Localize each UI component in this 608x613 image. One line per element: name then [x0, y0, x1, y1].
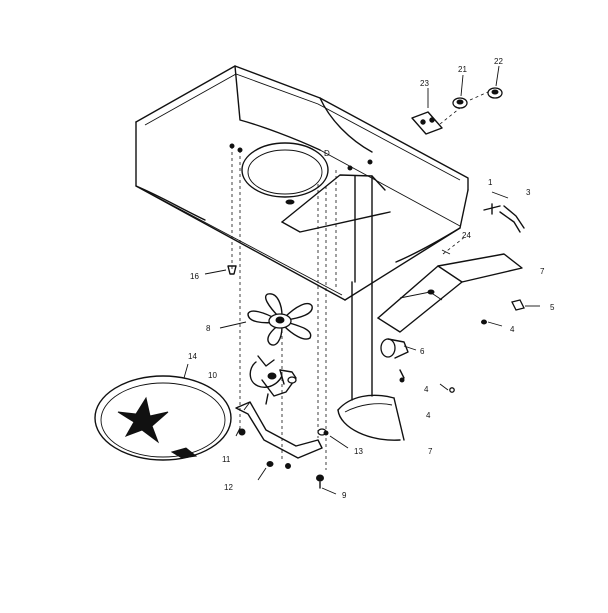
switch-assembly: [411, 65, 503, 135]
callout-24: 24: [462, 231, 471, 240]
filter-plate: [377, 235, 523, 333]
callout-4-lower: 4: [426, 411, 431, 420]
callout-7-lower: 7: [428, 447, 433, 456]
callout-labels: 1 3 4 4 4 5 6 7 7 8 9 10 11 12 13 14 16 …: [188, 57, 555, 500]
fasteners: [257, 428, 349, 495]
callout-21: 21: [458, 65, 467, 74]
callout-23: 23: [420, 79, 429, 88]
callout-4-upper: 4: [510, 325, 515, 334]
callout-22: 22: [494, 57, 503, 66]
screw: [204, 265, 237, 275]
callout-4-middle: 4: [424, 385, 429, 394]
light-socket: [380, 338, 455, 393]
callout-8: 8: [206, 324, 211, 333]
callout-1: 1: [488, 178, 493, 187]
assembly-lines: [231, 146, 337, 470]
callout-16: 16: [190, 272, 199, 281]
callout-13: 13: [354, 447, 363, 456]
callout-14: 14: [188, 352, 197, 361]
callout-d: D: [324, 149, 330, 158]
fan-blade: [219, 293, 313, 346]
callout-3: 3: [526, 188, 531, 197]
hood-housing: [135, 65, 469, 301]
callout-10: 10: [208, 371, 217, 380]
light-lens: [94, 363, 232, 461]
duct: [337, 281, 405, 441]
wire-connector: [483, 191, 525, 233]
clip: [511, 299, 540, 311]
callout-12: 12: [224, 483, 233, 492]
motor: [249, 355, 297, 405]
callout-11: 11: [222, 455, 231, 464]
motor-bracket: [235, 401, 323, 459]
callout-5: 5: [550, 303, 555, 312]
callout-6: 6: [420, 347, 425, 356]
callout-9: 9: [342, 491, 347, 500]
callout-7-upper: 7: [540, 267, 545, 276]
